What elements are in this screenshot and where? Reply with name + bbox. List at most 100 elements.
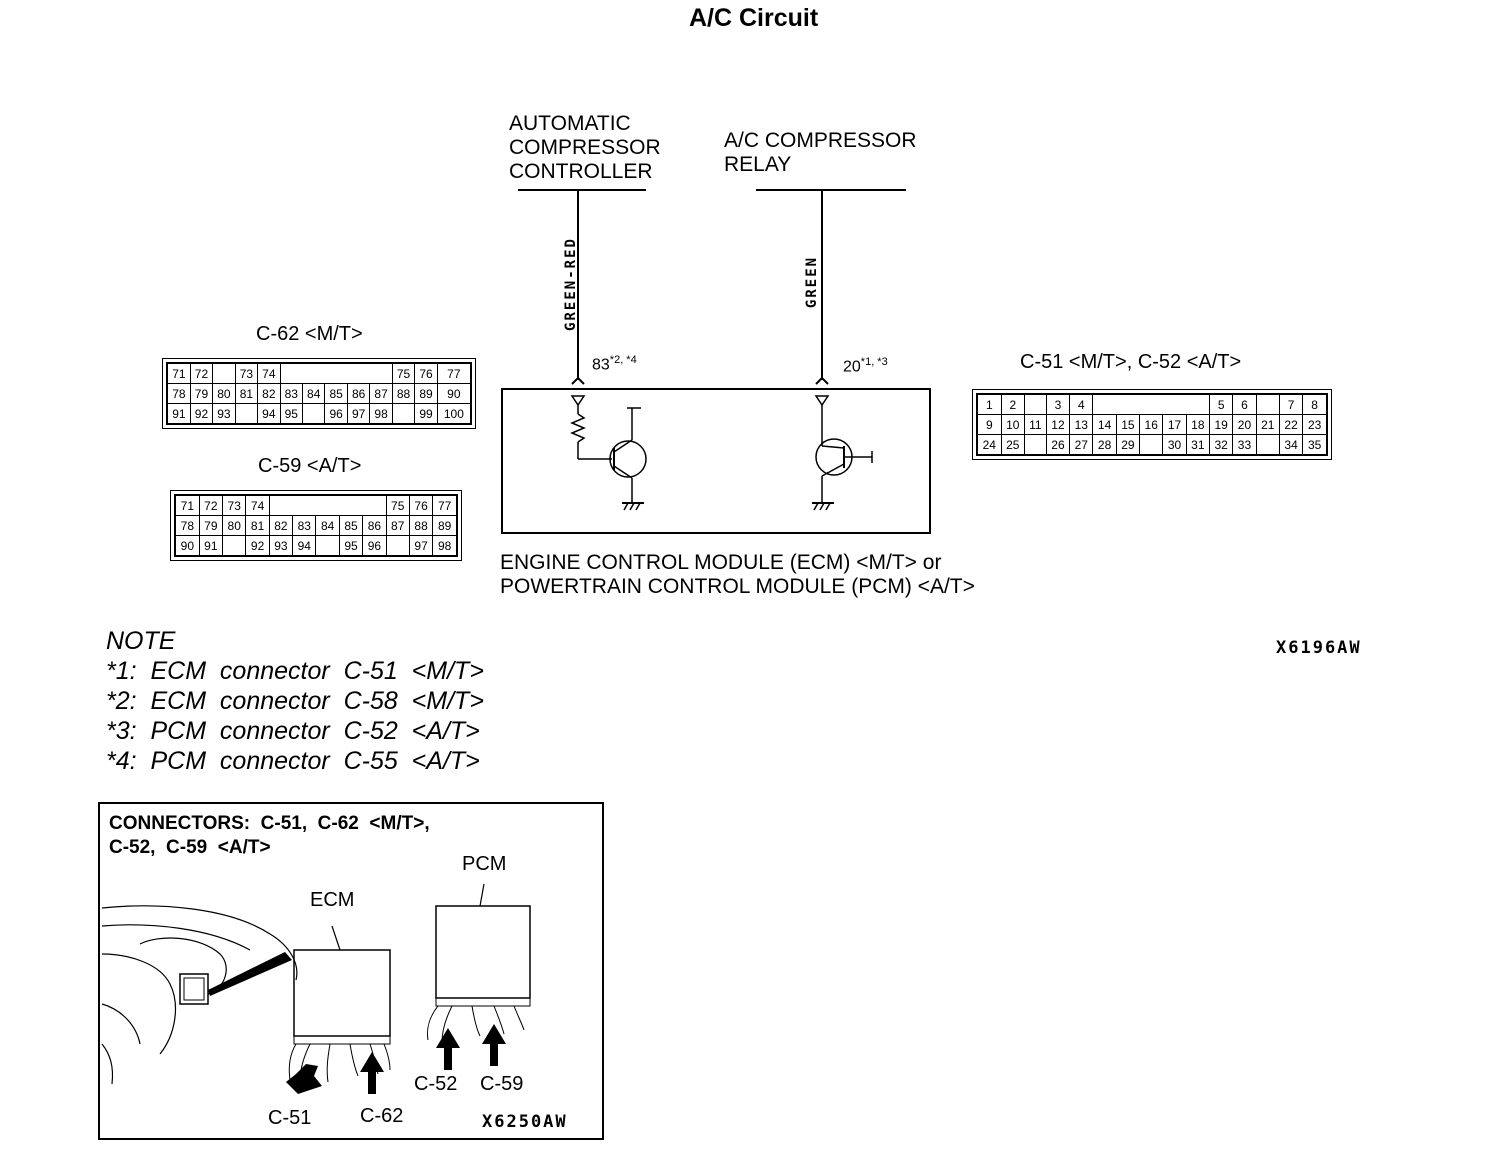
- connector-pin-empty: [293, 495, 316, 516]
- connector-pin: 76: [414, 362, 438, 384]
- connector-pin: 85: [324, 383, 348, 404]
- connector-pin-empty: [1140, 435, 1163, 456]
- connector-pin: 5: [1208, 393, 1234, 415]
- connector-pin: 11: [1023, 414, 1047, 435]
- arrow-c62-icon: [360, 1052, 384, 1094]
- connector-pin: 95: [338, 535, 364, 557]
- connector-pin: 92: [245, 535, 270, 557]
- connector-pin: 7: [1278, 393, 1304, 415]
- connector-pin: 72: [189, 362, 214, 384]
- connector-pin: 85: [338, 515, 364, 536]
- connector-pin: 32: [1208, 434, 1234, 456]
- connector-pin: 72: [198, 494, 224, 516]
- pin-83-label: 83*2, *4: [592, 354, 637, 374]
- connector-pin: 91: [166, 403, 191, 425]
- connector-pin: 82: [257, 383, 281, 404]
- connector-pin: 86: [346, 383, 371, 404]
- connector-pin-empty: [392, 404, 414, 425]
- connector-pin: 17: [1162, 414, 1187, 435]
- connector-pin-empty: [1024, 435, 1046, 456]
- connector-pin: 2: [1000, 393, 1025, 415]
- page-title: A/C Circuit: [689, 4, 819, 32]
- connector-pin: 14: [1092, 414, 1117, 435]
- connector-pin: 19: [1208, 414, 1234, 435]
- connector-pin-empty: [1163, 394, 1186, 415]
- connector-pin: 97: [346, 403, 371, 425]
- module-label-pcm: POWERTRAIN CONTROL MODULE (PCM) <A/T>: [500, 575, 975, 598]
- connector-pin: 98: [432, 535, 458, 557]
- diagram-code: X6196AW: [1276, 638, 1362, 658]
- connector-pin: 83: [279, 383, 304, 404]
- connector-pin: 77: [436, 362, 472, 384]
- connector-pin: 18: [1185, 414, 1211, 435]
- connector-pin: 89: [414, 383, 438, 404]
- connector-pin: 79: [189, 383, 214, 404]
- connector-pin: 75: [391, 362, 416, 384]
- note-item: *4: PCM connector C-55 <A/T>: [106, 747, 480, 775]
- connector-pin-empty: [1186, 394, 1209, 415]
- connector-pin: 96: [324, 403, 348, 425]
- connector-pin: 90: [436, 383, 472, 404]
- connector-pin: 73: [222, 494, 247, 516]
- inset-c62-label: C-62: [360, 1105, 404, 1127]
- resistor: [570, 413, 586, 443]
- inset-c52-label: C-52: [414, 1073, 458, 1095]
- wire-color-green: GREEN: [804, 255, 820, 309]
- connector-pin: 93: [268, 535, 294, 557]
- connector-pin: 13: [1069, 414, 1094, 435]
- connector-pin: 4: [1069, 393, 1094, 415]
- note-item: *3: PCM connector C-52 <A/T>: [106, 717, 480, 745]
- connector-pin: 95: [279, 403, 304, 425]
- connector-pin: 73: [234, 362, 259, 384]
- connector-pin: 86: [362, 515, 387, 536]
- connector-pin: 79: [198, 515, 224, 536]
- connector-pin: 97: [408, 535, 434, 557]
- connector-pin: 29: [1115, 434, 1141, 456]
- connector-pin: 1: [976, 393, 1002, 415]
- compressor-controller-label: AUTOMATIC COMPRESSOR CONTROLLER: [509, 112, 661, 183]
- connector-pin: 92: [189, 403, 214, 425]
- connector-pin: 99: [414, 403, 438, 425]
- note-item: *1: ECM connector C-51 <M/T>: [106, 657, 484, 685]
- connector-pin: 15: [1115, 414, 1141, 435]
- connector-pin: 12: [1045, 414, 1071, 435]
- inset-title-line1: CONNECTORS: C-51, C-62 <M/T>,: [109, 813, 430, 834]
- connector-pin: 90: [174, 535, 200, 557]
- connector-pin-empty: [235, 404, 257, 425]
- inset-c51-label: C-51: [268, 1107, 312, 1129]
- inset-ecm-label: ECM: [310, 889, 355, 911]
- compressor-relay-label: A/C COMPRESSOR RELAY: [724, 129, 917, 176]
- connector-pin: 35: [1302, 434, 1328, 456]
- connector-pin: 6: [1232, 393, 1257, 415]
- connector-pin-empty: [363, 495, 386, 516]
- connector-pin: 8: [1302, 393, 1328, 415]
- connector-pin: 24: [976, 434, 1002, 456]
- pin-20-label: 20*1, *3: [843, 356, 888, 376]
- connector-pin: 78: [166, 383, 191, 404]
- connector-pin: 20: [1232, 414, 1257, 435]
- connector-pin: 96: [362, 535, 387, 557]
- connector-pin-empty: [1256, 394, 1279, 415]
- connector-pin: 84: [315, 515, 340, 536]
- connector-pin-empty: [303, 363, 325, 384]
- module-box: [501, 388, 931, 534]
- connector-pin-empty: [223, 536, 246, 557]
- arrow-c59-icon: [482, 1024, 506, 1066]
- connector-pin: 30: [1162, 434, 1187, 456]
- connector-pin: 71: [174, 494, 200, 516]
- connector-pin: 28: [1092, 434, 1117, 456]
- connector-pin: 34: [1278, 434, 1304, 456]
- connector-c62-title: C-62 <M/T>: [256, 323, 363, 345]
- note-item: *2: ECM connector C-58 <M/T>: [106, 687, 484, 715]
- wire-color-green-red: GREEN-RED: [563, 237, 579, 331]
- connector-pin: 27: [1069, 434, 1094, 456]
- connector-pin-empty: [325, 363, 347, 384]
- connector-pin: 81: [245, 515, 270, 536]
- connector-pin: 74: [245, 494, 270, 516]
- connector-pin: 26: [1045, 434, 1071, 456]
- connector-c59-title: C-59 <A/T>: [258, 455, 362, 477]
- connector-pin-empty: [303, 404, 325, 425]
